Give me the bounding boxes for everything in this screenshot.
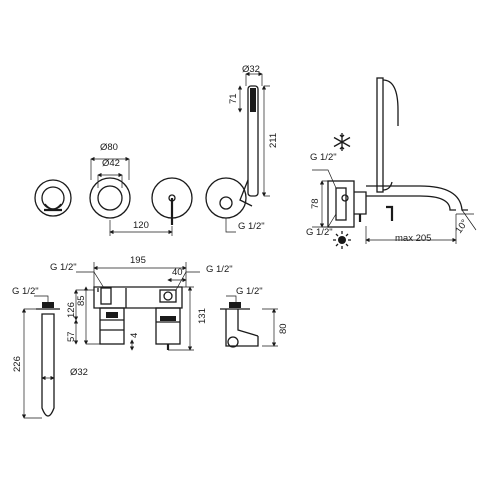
dim-80: 80: [278, 323, 289, 334]
dim-d42: Ø42: [102, 158, 120, 169]
cold-symbol: [333, 133, 351, 151]
dim-d32-handshower: Ø32: [242, 64, 260, 75]
dim-57: 57: [66, 331, 77, 342]
dim-126: 126: [66, 302, 77, 318]
handshower-front: [205, 71, 270, 233]
dim-g12-top-right: G 1/2": [206, 264, 233, 275]
dim-71: 71: [228, 93, 239, 104]
dim-max205: max 205: [395, 233, 431, 244]
dim-40: 40: [172, 267, 183, 278]
dim-226: 226: [12, 356, 23, 372]
dim-85: 85: [76, 295, 87, 306]
dim-195: 195: [130, 255, 146, 266]
dim-4: 4: [129, 333, 140, 338]
dim-211: 211: [268, 133, 279, 148]
dim-g12-left: G 1/2": [12, 286, 39, 297]
diverter-plate-front: [34, 179, 72, 217]
dim-d32-spout: Ø32: [70, 367, 88, 378]
dim-g12-top-left: G 1/2": [50, 262, 77, 273]
spout-side-view: [312, 77, 477, 244]
dim-g12-right: G 1/2": [236, 286, 263, 297]
dim-131: 131: [197, 308, 208, 324]
dim-g12-side-bottom: G 1/2": [306, 227, 333, 238]
handle-plate-front: [109, 177, 193, 236]
dim-d80: Ø80: [100, 142, 118, 153]
dim-78: 78: [310, 198, 321, 209]
dim-g12-side-top: G 1/2": [310, 152, 337, 163]
spout-plan: [21, 295, 60, 419]
mixer-plate-front: [89, 156, 131, 219]
dim-g12-front: G 1/2": [238, 221, 265, 232]
dim-120: 120: [133, 220, 149, 231]
handshower-holder-side: [220, 295, 278, 348]
hot-symbol: [333, 231, 351, 249]
concealed-body: [73, 262, 200, 351]
